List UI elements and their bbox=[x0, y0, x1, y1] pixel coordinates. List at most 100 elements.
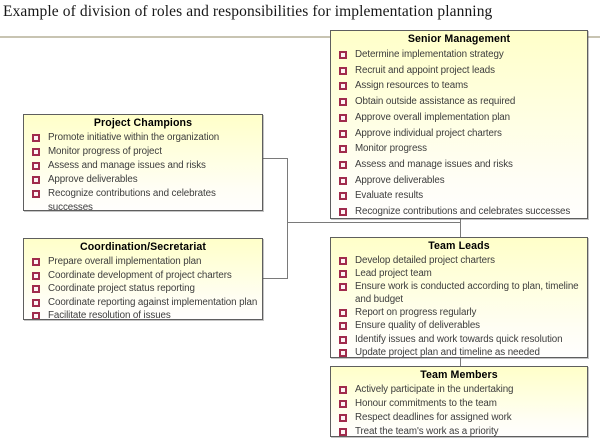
list-item: Recognize contributions and celebrates s… bbox=[24, 187, 262, 211]
list-item: Approve individual project charters bbox=[331, 126, 587, 142]
connector-line-left-vertical bbox=[287, 158, 288, 279]
list-item-text: Monitor progress bbox=[355, 143, 427, 155]
list-item-text: Report on progress regularly bbox=[355, 307, 477, 319]
list-item-text: Coordinate project status reporting bbox=[48, 283, 195, 294]
title-rule bbox=[0, 36, 600, 38]
box-items: Actively participate in the undertaking … bbox=[331, 383, 587, 436]
list-item: Update project plan and timeline as need… bbox=[331, 346, 587, 358]
connector-line-horizontal-main bbox=[288, 222, 461, 223]
list-item-text: Recognize contributions and celebrates s… bbox=[48, 188, 216, 211]
box-project-champions: Project Champions Promote initiative wit… bbox=[23, 114, 263, 211]
list-item-text: Approve individual project charters bbox=[355, 127, 502, 139]
square-bullet-icon bbox=[339, 386, 347, 394]
square-bullet-icon bbox=[32, 285, 40, 293]
list-item-text: Approve deliverables bbox=[48, 174, 138, 185]
list-item-text: Determine implementation strategy bbox=[355, 49, 504, 60]
list-item-text: Coordinate development of project charte… bbox=[48, 269, 232, 281]
box-items: Develop detailed project charters Lead p… bbox=[331, 254, 587, 358]
list-item: Recruit and appoint project leads bbox=[331, 63, 587, 79]
list-item-text: Approve deliverables bbox=[355, 174, 445, 186]
list-item-text: Assess and manage issues and risks bbox=[355, 158, 513, 170]
square-bullet-icon bbox=[339, 113, 347, 122]
list-item-text: Respect deadlines for assigned work bbox=[355, 412, 512, 423]
square-bullet-icon bbox=[339, 192, 347, 201]
square-bullet-icon bbox=[339, 428, 347, 436]
box-team-members: Team Members Actively participate in the… bbox=[330, 366, 588, 437]
box-coordination-secretariat: Coordination/Secretariat Prepare overall… bbox=[23, 238, 263, 320]
list-item-text: Monitor progress of project bbox=[48, 146, 162, 157]
square-bullet-icon bbox=[32, 176, 40, 184]
list-item-text: Coordinate reporting against implementat… bbox=[48, 296, 258, 308]
list-item-text: Assign resources to teams bbox=[355, 80, 468, 92]
box-title: Project Champions bbox=[93, 117, 193, 129]
list-item: Recognize contributions and celebrates s… bbox=[331, 204, 587, 218]
list-item-text: Facilitate resolution of issues bbox=[48, 310, 171, 320]
list-item: Honour commitments to the team bbox=[331, 397, 587, 411]
list-item-text: Lead project team bbox=[355, 268, 432, 280]
list-item-text: Evaluate results bbox=[355, 190, 424, 202]
square-bullet-icon bbox=[32, 162, 40, 170]
list-item: Facilitate resolution of issues bbox=[24, 309, 262, 320]
list-item-text: Obtain outside assistance as required bbox=[355, 96, 516, 108]
list-item: Develop detailed project charters bbox=[331, 254, 587, 267]
square-bullet-icon bbox=[339, 335, 347, 344]
square-bullet-icon bbox=[32, 312, 40, 319]
list-item: Actively participate in the undertaking bbox=[331, 383, 587, 397]
box-title: Coordination/Secretariat bbox=[79, 241, 207, 253]
list-item: Obtain outside assistance as required bbox=[331, 94, 587, 110]
list-item: Identify issues and work towards quick r… bbox=[331, 333, 587, 346]
square-bullet-icon bbox=[339, 400, 347, 408]
square-bullet-icon bbox=[32, 190, 40, 198]
list-item-text: Prepare overall implementation plan bbox=[48, 256, 202, 267]
box-title: Team Leads bbox=[428, 240, 490, 252]
square-bullet-icon bbox=[339, 98, 347, 107]
list-item: Treat the team's work as a priority bbox=[331, 425, 587, 436]
list-item: Approve deliverables bbox=[24, 173, 262, 187]
square-bullet-icon bbox=[339, 322, 347, 331]
box-senior-management: Senior Management Determine implementati… bbox=[330, 30, 588, 219]
list-item: Monitor progress of project bbox=[24, 145, 262, 159]
list-item: Promote initiative within the organizati… bbox=[24, 131, 262, 145]
square-bullet-icon bbox=[32, 271, 40, 280]
list-item: Assign resources to teams bbox=[331, 78, 587, 94]
list-item: Monitor progress bbox=[331, 141, 587, 157]
square-bullet-icon bbox=[339, 208, 347, 217]
square-bullet-icon bbox=[339, 270, 347, 279]
list-item-text: Actively participate in the undertaking bbox=[355, 384, 514, 395]
square-bullet-icon bbox=[339, 160, 347, 169]
square-bullet-icon bbox=[32, 134, 40, 142]
square-bullet-icon bbox=[339, 257, 347, 265]
list-item: Coordinate reporting against implementat… bbox=[24, 296, 262, 310]
list-item-text: Identify issues and work towards quick r… bbox=[355, 333, 563, 345]
list-item: Approve overall implementation plan bbox=[331, 110, 587, 126]
list-item: Ensure work is conducted according to pl… bbox=[331, 280, 587, 306]
connector-line-champions-stub bbox=[263, 158, 288, 159]
list-item: Determine implementation strategy bbox=[331, 47, 587, 63]
square-bullet-icon bbox=[339, 66, 347, 75]
list-item: Coordinate project status reporting bbox=[24, 282, 262, 296]
list-item: Evaluate results bbox=[331, 188, 587, 204]
list-item: Ensure quality of deliverables bbox=[331, 319, 587, 332]
list-item: Respect deadlines for assigned work bbox=[331, 411, 587, 425]
list-item-text: Promote initiative within the organizati… bbox=[48, 132, 220, 143]
list-item-text: Update project plan and timeline as need… bbox=[355, 346, 540, 358]
list-item-text: Honour commitments to the team bbox=[355, 398, 497, 409]
square-bullet-icon bbox=[339, 82, 347, 91]
box-items: Promote initiative within the organizati… bbox=[24, 131, 262, 211]
list-item-text: Assess and manage issues and risks bbox=[48, 160, 206, 171]
square-bullet-icon bbox=[339, 414, 347, 422]
list-item-text: Approve overall implementation plan bbox=[355, 111, 510, 123]
box-items: Determine implementation strategy Recrui… bbox=[331, 47, 587, 218]
page-title: Example of division of roles and respons… bbox=[3, 3, 493, 20]
list-item-text: Ensure work is conducted according to pl… bbox=[355, 281, 579, 306]
square-bullet-icon bbox=[32, 298, 40, 307]
connector-line-coordination-stub bbox=[263, 278, 288, 279]
square-bullet-icon bbox=[339, 51, 347, 59]
list-item: Coordinate development of project charte… bbox=[24, 269, 262, 283]
list-item-text: Ensure quality of deliverables bbox=[355, 320, 480, 332]
square-bullet-icon bbox=[339, 348, 347, 357]
square-bullet-icon bbox=[32, 148, 40, 156]
square-bullet-icon bbox=[339, 145, 347, 154]
connector-line-senior-to-teamleads bbox=[460, 219, 461, 238]
list-item: Assess and manage issues and risks bbox=[331, 157, 587, 173]
